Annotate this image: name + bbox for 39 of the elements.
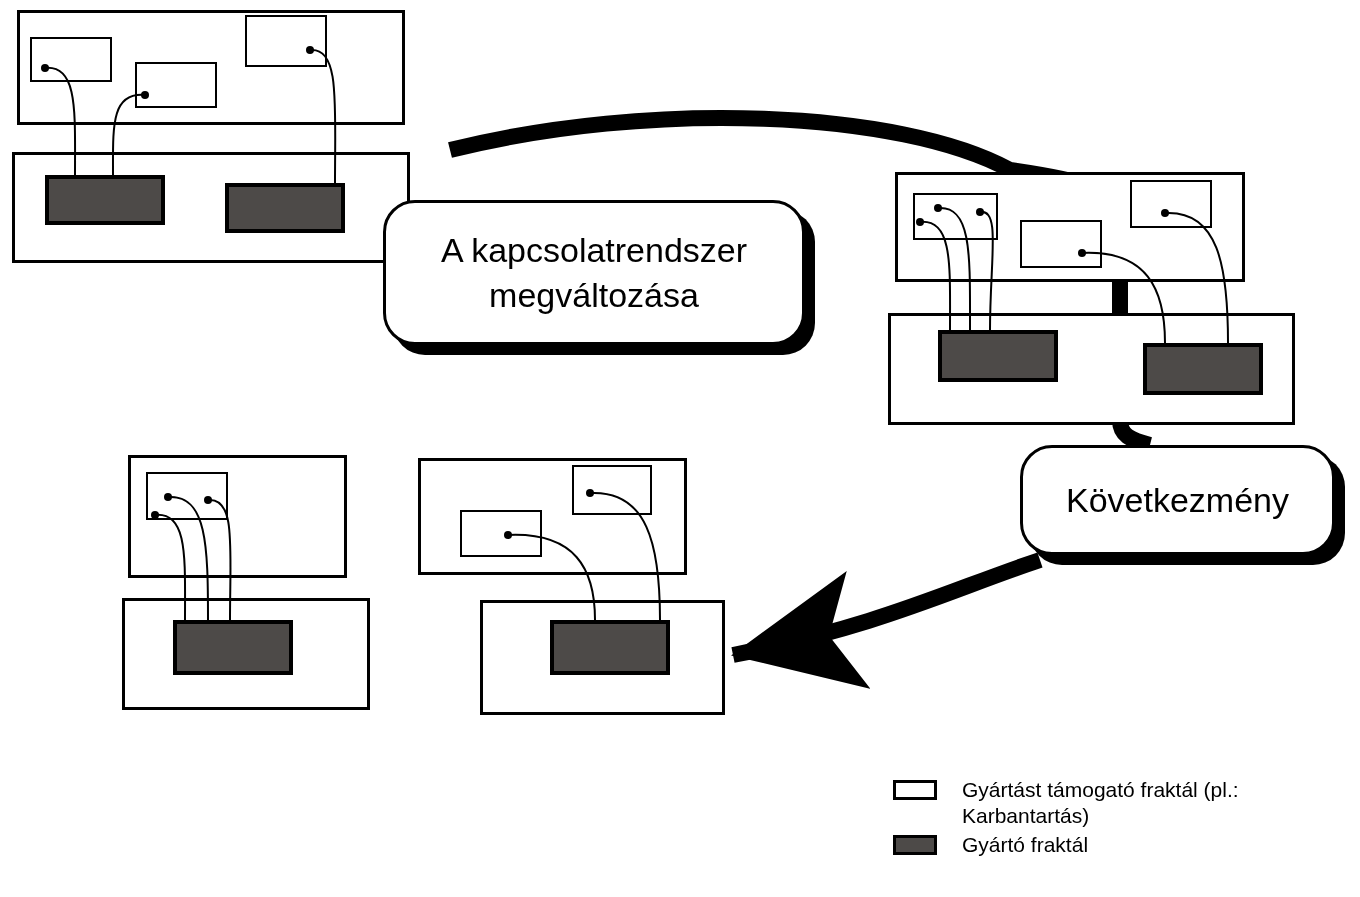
- curved-arrow: [731, 552, 1043, 688]
- support-fractal-box: [913, 193, 998, 240]
- panel-box: [888, 313, 1295, 425]
- production-fractal-box: [1143, 343, 1263, 395]
- support-fractal-box: [146, 472, 228, 520]
- panel-box: [17, 10, 405, 125]
- support-fractal-box: [30, 37, 112, 82]
- support-fractal-box: [572, 465, 652, 515]
- production-fractal-box: [45, 175, 165, 225]
- connector-line: [41, 64, 77, 176]
- connector-line: [504, 531, 596, 621]
- support-fractal-box: [1130, 180, 1212, 228]
- connector-line: [1078, 249, 1166, 344]
- panel-box: [480, 600, 725, 715]
- connector-line: [934, 204, 971, 331]
- production-fractal-box: [550, 620, 670, 675]
- connector-line: [976, 208, 994, 331]
- panel-box: [128, 455, 347, 578]
- support-fractal-box: [245, 15, 327, 67]
- connector-line: [112, 91, 149, 176]
- support-fractal-box: [135, 62, 217, 108]
- panel-box: [418, 458, 687, 575]
- connector-line: [164, 493, 209, 621]
- panel-box: [12, 152, 410, 263]
- legend-text: Gyártást támogató fraktál (pl.: Karbantartás): [962, 777, 1240, 830]
- production-fractal-box: [225, 183, 345, 233]
- connector-line: [151, 511, 187, 621]
- support-fractal-box: [1020, 220, 1102, 268]
- connector-line: [204, 496, 232, 621]
- panel-box: [895, 172, 1245, 282]
- connector-line: [1161, 209, 1229, 344]
- support-fractal-box: [460, 510, 542, 557]
- connector-line: [306, 46, 337, 184]
- connector-line: [586, 489, 661, 621]
- production-fractal-box: [173, 620, 293, 675]
- connector-line: [916, 218, 952, 331]
- legend-text: Gyártó fraktál: [962, 832, 1090, 858]
- production-fractal-box: [938, 330, 1058, 382]
- panel-box: [122, 598, 370, 710]
